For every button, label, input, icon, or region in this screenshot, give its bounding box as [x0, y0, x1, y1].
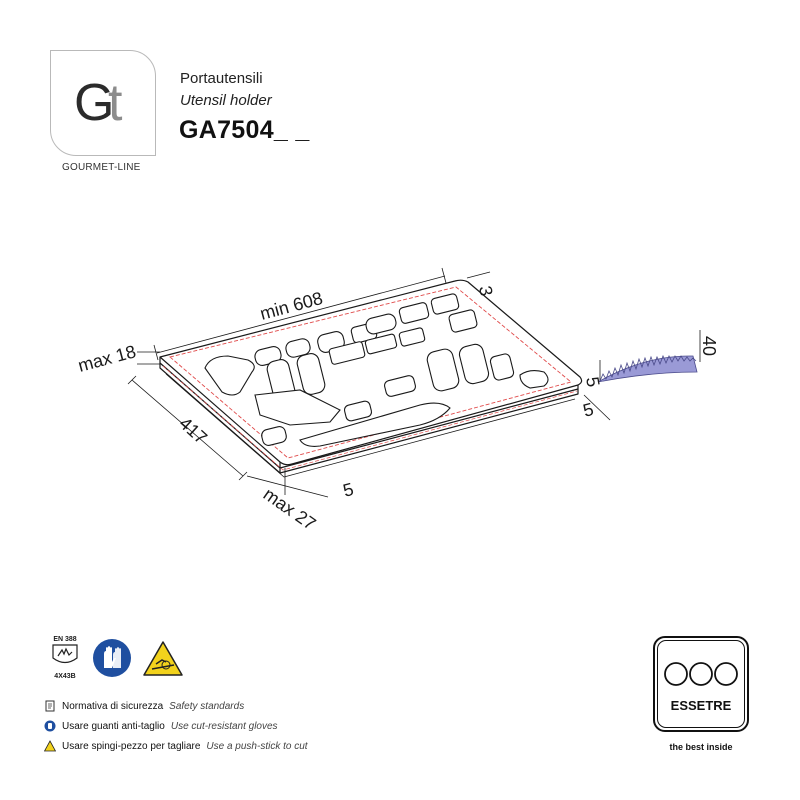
pocket-3	[285, 338, 311, 358]
legend-row-gloves: Usare guanti anti-taglio Use cut-resista…	[44, 720, 278, 732]
legend-gloves-en: Use cut-resistant gloves	[170, 720, 278, 732]
en388-code: 4X43B	[54, 673, 76, 680]
en388-shield-icon	[52, 644, 78, 664]
legend-push-stick-en: Use a push-stick to cut	[206, 740, 308, 752]
dim-length-label: min 608	[258, 288, 325, 324]
dim-blade-side-label: 5	[582, 375, 603, 388]
pocket-18	[343, 400, 373, 422]
standards-icon	[45, 700, 55, 712]
pocket-10	[328, 341, 366, 365]
manufacturer-circles-icon	[664, 662, 738, 686]
dim-tick-length-end	[441, 267, 447, 284]
product-code: GA7504_ _	[179, 116, 310, 144]
pocket-9	[448, 309, 478, 333]
dim-line-border-top	[466, 271, 491, 279]
dim-line-depth	[131, 379, 244, 477]
legend-gloves-it: Usare guanti anti-taglio	[62, 720, 165, 732]
manufacturer-logo-frame	[653, 636, 749, 732]
saw-blade	[597, 355, 698, 383]
pocket-knife	[299, 402, 451, 447]
dim-border-top-label: 3	[475, 284, 496, 297]
pocket-6	[365, 313, 397, 335]
pocket-22	[261, 426, 287, 446]
push-stick-warning-icon	[143, 641, 183, 676]
manufacturer-name: ESSETRE	[670, 698, 732, 713]
gloves-icon	[93, 639, 131, 677]
dim-height-label: max 27	[260, 484, 320, 534]
dim-thickness-label: max 18	[76, 341, 138, 376]
legend-push-stick-it: Usare spingi-pezzo per tagliare	[62, 740, 201, 752]
en388-label: EN 388	[53, 636, 77, 643]
logo-letter-t: t	[108, 74, 123, 132]
board-top-face	[159, 279, 583, 466]
manufacturer-logo-inner-frame	[657, 640, 745, 728]
en388-pictogram: EN 388 4X43B	[48, 636, 82, 680]
cut-line	[169, 286, 572, 459]
warning-small-icon	[44, 740, 56, 752]
dim-line-length	[156, 275, 446, 354]
legend-standards-it: Normativa di sicurezza	[62, 700, 164, 712]
dim-depth-label: 417	[175, 413, 211, 448]
gloves-small-icon	[44, 720, 56, 732]
brand-line-label: GOURMET-LINE	[62, 162, 141, 173]
legend-row-push-stick: Usare spingi-pezzo per tagliare Use a pu…	[44, 740, 308, 752]
product-name-english: Utensil holder	[180, 92, 272, 109]
pocket-19	[384, 375, 416, 397]
dim-tick-depth-end	[238, 471, 248, 481]
pocket-16	[458, 343, 490, 385]
manufacturer-tagline: the best inside	[669, 742, 733, 752]
cut-line-edge	[162, 365, 578, 471]
logo-frame	[50, 50, 156, 156]
pocket-11	[364, 333, 398, 355]
pocket-20	[519, 369, 549, 389]
dim-line-blade-offset	[583, 394, 611, 421]
dim-tick-length-start	[153, 344, 159, 361]
board-bottom-layer	[165, 373, 576, 478]
legend-row-standards: Normativa di sicurezza Safety standards	[44, 700, 244, 712]
pocket-7	[398, 302, 430, 324]
utensil-pockets	[204, 293, 549, 447]
pocket-12	[398, 327, 426, 347]
pocket-8	[430, 293, 460, 315]
dim-blade-offset-label: 5	[581, 399, 596, 421]
dim-tick-depth-start	[127, 375, 137, 385]
pocket-15	[426, 348, 460, 392]
product-name-italian: Portautensili	[180, 70, 263, 87]
pocket-17	[254, 389, 341, 426]
dim-border-front-label: 5	[341, 479, 356, 501]
dim-blade-height-label: 40	[699, 336, 719, 356]
logo-letter-g: G	[74, 74, 115, 132]
pocket-14	[296, 353, 326, 395]
dim-line-height	[246, 475, 329, 498]
saw-blade-teeth	[599, 354, 697, 382]
pocket-21	[489, 353, 515, 381]
pocket-1	[204, 355, 255, 396]
legend-standards-en: Safety standards	[169, 700, 245, 712]
